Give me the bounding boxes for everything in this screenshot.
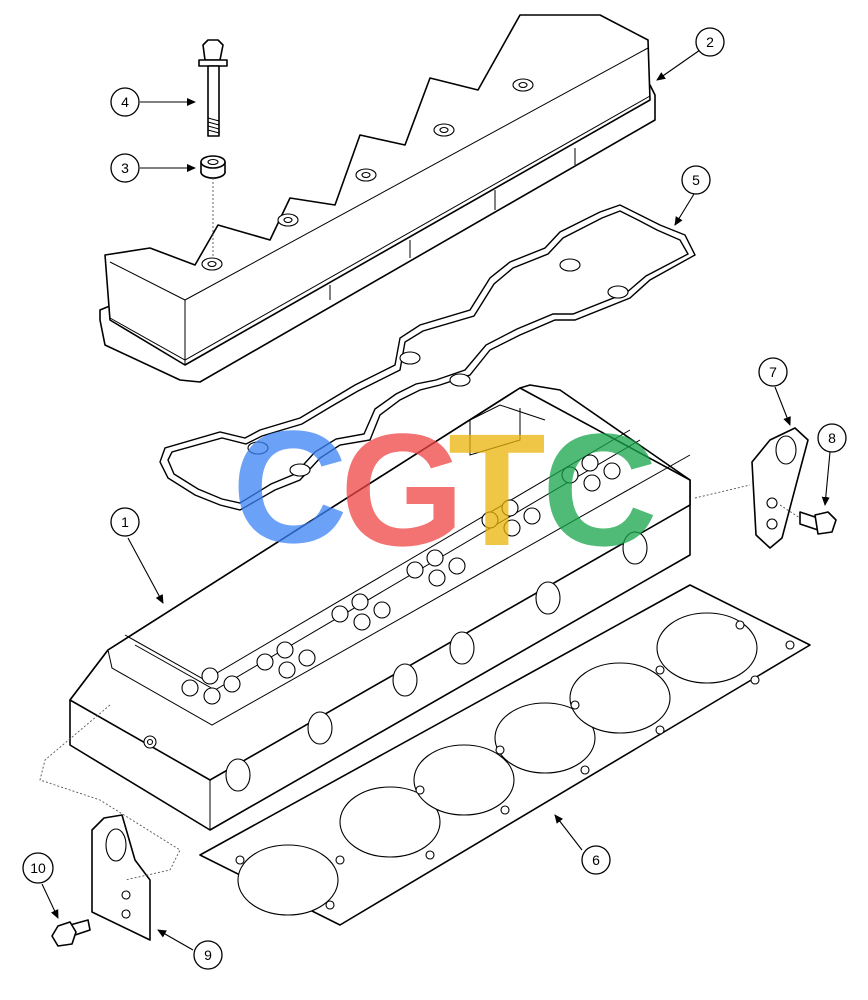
lifting-bracket-front — [91, 814, 151, 941]
callout-7 — [758, 357, 788, 387]
callout-3 — [110, 153, 140, 183]
callout-label-8: 8 — [828, 430, 836, 446]
cap-screw-front — [51, 919, 91, 947]
watermark-logo: C G T C — [232, 397, 658, 579]
valve-pockets — [181, 454, 621, 705]
callout-label-10: 10 — [30, 860, 46, 876]
isolator-grommet — [200, 155, 226, 179]
callout-label-1: 1 — [121, 514, 129, 530]
callout-label-5: 5 — [692, 172, 700, 188]
valve-cover-gasket — [159, 204, 696, 511]
callout-5 — [681, 165, 711, 195]
callout-9 — [193, 940, 223, 970]
gasket-bolt-holes — [235, 620, 795, 910]
callout-label-2: 2 — [706, 34, 714, 50]
callout-2 — [695, 27, 725, 57]
valve-cover — [99, 14, 656, 383]
callout-label-6: 6 — [592, 852, 600, 868]
callouts: 1 2 3 4 5 6 7 8 9 10 — [22, 27, 847, 970]
cap-screw-rear — [799, 511, 837, 535]
cover-bolt — [198, 39, 228, 137]
watermark-letter: C — [542, 400, 658, 579]
watermark-letter: C — [232, 397, 348, 576]
callout-label-4: 4 — [121, 94, 129, 110]
watermark-letter: G — [340, 400, 464, 579]
callout-label-9: 9 — [204, 947, 212, 963]
callout-label-3: 3 — [121, 160, 129, 176]
callout-8 — [817, 423, 847, 453]
watermark-letter: T — [448, 400, 546, 579]
head-gasket — [199, 584, 811, 926]
cylinder-head — [69, 384, 691, 831]
callout-10 — [22, 852, 54, 884]
lifting-bracket-rear — [751, 427, 809, 549]
callout-6 — [581, 845, 611, 875]
callout-4 — [110, 87, 140, 117]
callout-1 — [110, 507, 140, 537]
callout-label-7: 7 — [769, 364, 777, 380]
